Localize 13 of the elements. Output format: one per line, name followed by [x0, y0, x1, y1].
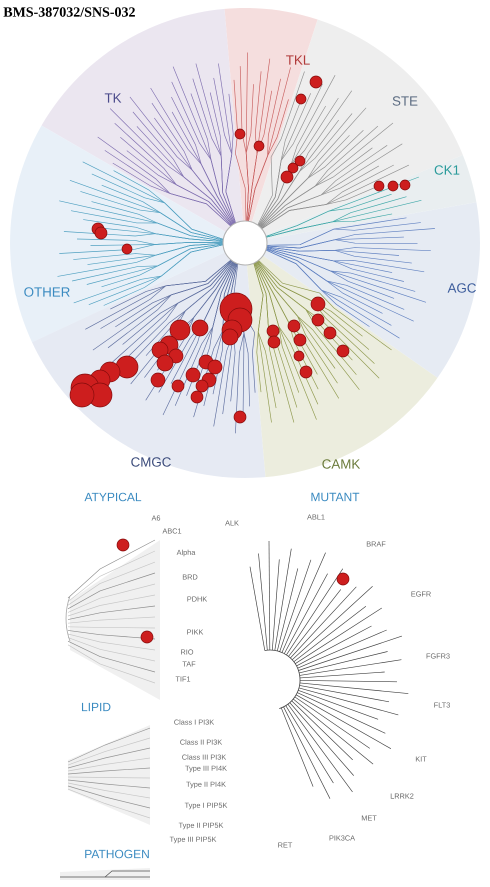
group-label: CAMK	[322, 459, 360, 469]
group-label: STE	[392, 96, 418, 106]
section-heading: LIPID	[82, 702, 110, 712]
section-heading: PATHOGEN	[85, 850, 149, 858]
group-label: CMGC	[131, 457, 171, 467]
group-label: TKL	[286, 55, 310, 65]
title: BMS-387032/SNS-032	[4, 7, 135, 17]
group-label: OTHER	[24, 287, 70, 297]
section-heading: MUTANT	[311, 492, 360, 502]
group-label: TK	[104, 93, 122, 103]
group-label: CK1	[434, 165, 460, 175]
section-heading: ATYPICAL	[84, 492, 142, 502]
group-label: AGC	[448, 283, 476, 293]
